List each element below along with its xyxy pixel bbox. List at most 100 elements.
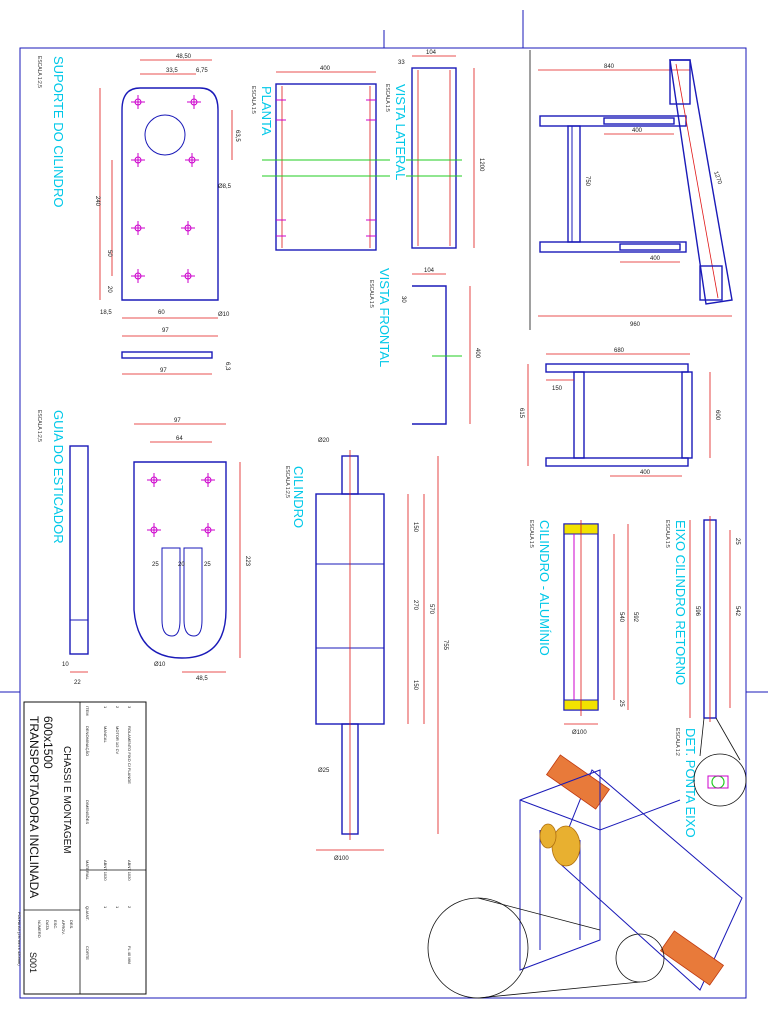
dim-g-25a: 25 <box>152 562 159 568</box>
det-scale: ESCALA 1:2 <box>674 728 680 756</box>
iso-detail-circle-right <box>615 933 665 983</box>
dim-lateral-104: 104 <box>426 50 437 56</box>
tb-r1-item: 1 <box>103 706 108 709</box>
view-chassi-lateral: 840 400 400 750 1270 960 <box>529 50 733 330</box>
iso-frame-leg <box>519 769 601 971</box>
eixo-title: EIXO CILINDRO RETORNO <box>673 520 688 685</box>
view-eixo-retorno: EIXO CILINDRO RETORNO ESCALA 1:5 596 542… <box>664 516 747 838</box>
tb-r2-name: MOTOR 1/2 CV <box>115 726 120 754</box>
guia-side <box>69 445 89 655</box>
tb-label-des: DES. <box>69 920 74 929</box>
tb-header-item: ITEM <box>85 706 90 716</box>
tb-r3-name: ROLAMENTO FIXO C/ FLANGE <box>127 726 132 784</box>
det-leader-2 <box>715 717 741 761</box>
iso-frame-top <box>519 799 681 831</box>
r-top-plate <box>603 117 675 125</box>
r-leg-1 <box>567 125 581 243</box>
dim-r-750: 750 <box>584 176 590 187</box>
dim-a-592: 592 <box>632 612 638 623</box>
r-bottom-beam <box>539 241 687 253</box>
dim-r-400a: 400 <box>632 128 643 134</box>
dim-r-960: 960 <box>630 322 641 328</box>
guia-scale: ESCALA 1:2,5 <box>36 410 42 442</box>
view-suporte-cilindro: SUPORTE DO CILINDRO ESCALA 1:2,5 48,50 3… <box>36 54 240 375</box>
planta-title: PLANTA <box>259 86 274 136</box>
dim-c-d20: Ø20 <box>318 438 330 444</box>
aluminio-title: CILINDRO - ALUMÍNIO <box>537 520 552 656</box>
tb-r3-cut: FL 40 MM <box>127 946 132 964</box>
cilindro-scale: ESCALA 1:2,5 <box>284 466 290 498</box>
tb-main-subtitle: 600x1500 <box>41 716 55 769</box>
iso-tail-roller <box>659 930 725 986</box>
tb-r1-material: ABNT 1020 <box>103 860 108 881</box>
dim-g-25b: 25 <box>204 562 211 568</box>
r-incline-red <box>675 63 719 299</box>
dim-g-97: 97 <box>174 418 181 424</box>
det-title: DET. PONTA EIXO <box>683 728 698 838</box>
cilindro-title: CILINDRO <box>291 466 306 528</box>
suporte-scale: ESCALA 1:2,5 <box>36 56 42 88</box>
tb-frame <box>23 701 147 995</box>
title-block: TRANSPORTADORA INCLINADA 600x1500 CHASSI… <box>17 701 147 995</box>
dim-t-400: 400 <box>640 470 651 476</box>
dim-g-64: 64 <box>176 436 183 442</box>
tb-r1-qty: 1 <box>103 906 108 909</box>
dim-planta-400: 400 <box>320 66 331 72</box>
suporte-title: SUPORTE DO CILINDRO <box>51 56 66 207</box>
dim-c-d25: Ø25 <box>318 768 330 774</box>
planta-scale: ESCALA 1:5 <box>250 86 256 114</box>
dim-c-755: 755 <box>442 640 448 651</box>
suporte-dim-lines <box>99 59 233 337</box>
tb-section-title: CHASSI E MONTAGEM <box>61 746 72 854</box>
dim-97b: 97 <box>160 368 167 374</box>
planta-frame <box>275 83 377 251</box>
dim-6-3: 6,3 <box>224 362 230 371</box>
guia-plate <box>133 461 227 659</box>
tb-main-title: TRANSPORTADORA INCLINADA <box>27 716 41 898</box>
view-vista-frontal: VISTA FRONTAL ESCALA 1:5 104 400 30 <box>368 268 480 425</box>
dim-97: 97 <box>162 328 169 334</box>
tb-header-dimensoes: DIMENSÕES <box>85 800 90 824</box>
dim-frontal-30: 30 <box>400 296 406 303</box>
dim-frontal-400: 400 <box>474 348 480 359</box>
dim-g-223: 223 <box>244 556 250 567</box>
view-guia-esticador: GUIA DO ESTICADOR ESCALA 1:2,5 97 64 25 … <box>36 410 250 686</box>
det-shaft-end <box>711 775 725 789</box>
dim-g-22: 22 <box>74 680 81 686</box>
tb-r1-name: MANCAL <box>103 726 108 743</box>
iso-detail-leader-2 <box>477 981 641 999</box>
tb-label-esc: ESC. <box>53 920 58 929</box>
dim-t-615: 615 <box>518 408 524 419</box>
t-cross-2 <box>681 371 693 459</box>
tb-header-material: MATERIAL <box>85 860 90 880</box>
dim-lateral-33: 33 <box>398 60 405 66</box>
dim-50: 50 <box>106 250 112 257</box>
dim-c-570: 570 <box>428 604 434 615</box>
dim-e-596: 596 <box>694 606 700 617</box>
dim-c-150a: 150 <box>412 522 418 533</box>
view-isometric <box>427 754 743 999</box>
dim-a-25: 25 <box>618 700 624 707</box>
suporte-holes <box>131 95 201 283</box>
dim-d10: Ø10 <box>218 312 230 318</box>
dim-frontal-104: 104 <box>424 268 435 274</box>
dim-6-75: 6,75 <box>196 68 208 74</box>
t-top-beam <box>545 363 689 373</box>
planta-holes <box>276 99 376 237</box>
tb-size-note: FOLHA A3 (297mm x 420mm) <box>17 912 22 966</box>
guia-slot-1 <box>161 547 181 637</box>
r-bottom-support <box>699 265 723 301</box>
dim-33-5: 33,5 <box>166 68 178 74</box>
t-cross-1 <box>573 371 585 459</box>
det-keyway <box>707 775 729 789</box>
view-chassi-topo: 680 150 615 400 600 <box>518 348 720 477</box>
tb-r3-material: ABNT 1020 <box>127 860 132 881</box>
dim-g-20: 20 <box>178 562 185 568</box>
lateral-scale: ESCALA 1:5 <box>384 84 390 112</box>
frontal-channel <box>412 285 447 425</box>
frontal-scale: ESCALA 1:5 <box>368 280 374 308</box>
aluminio-scale: ESCALA 1:5 <box>528 520 534 548</box>
tb-header-corte: CORTE <box>85 946 90 960</box>
dim-t-600: 600 <box>714 410 720 421</box>
tb-label-data: DATA <box>45 920 50 930</box>
